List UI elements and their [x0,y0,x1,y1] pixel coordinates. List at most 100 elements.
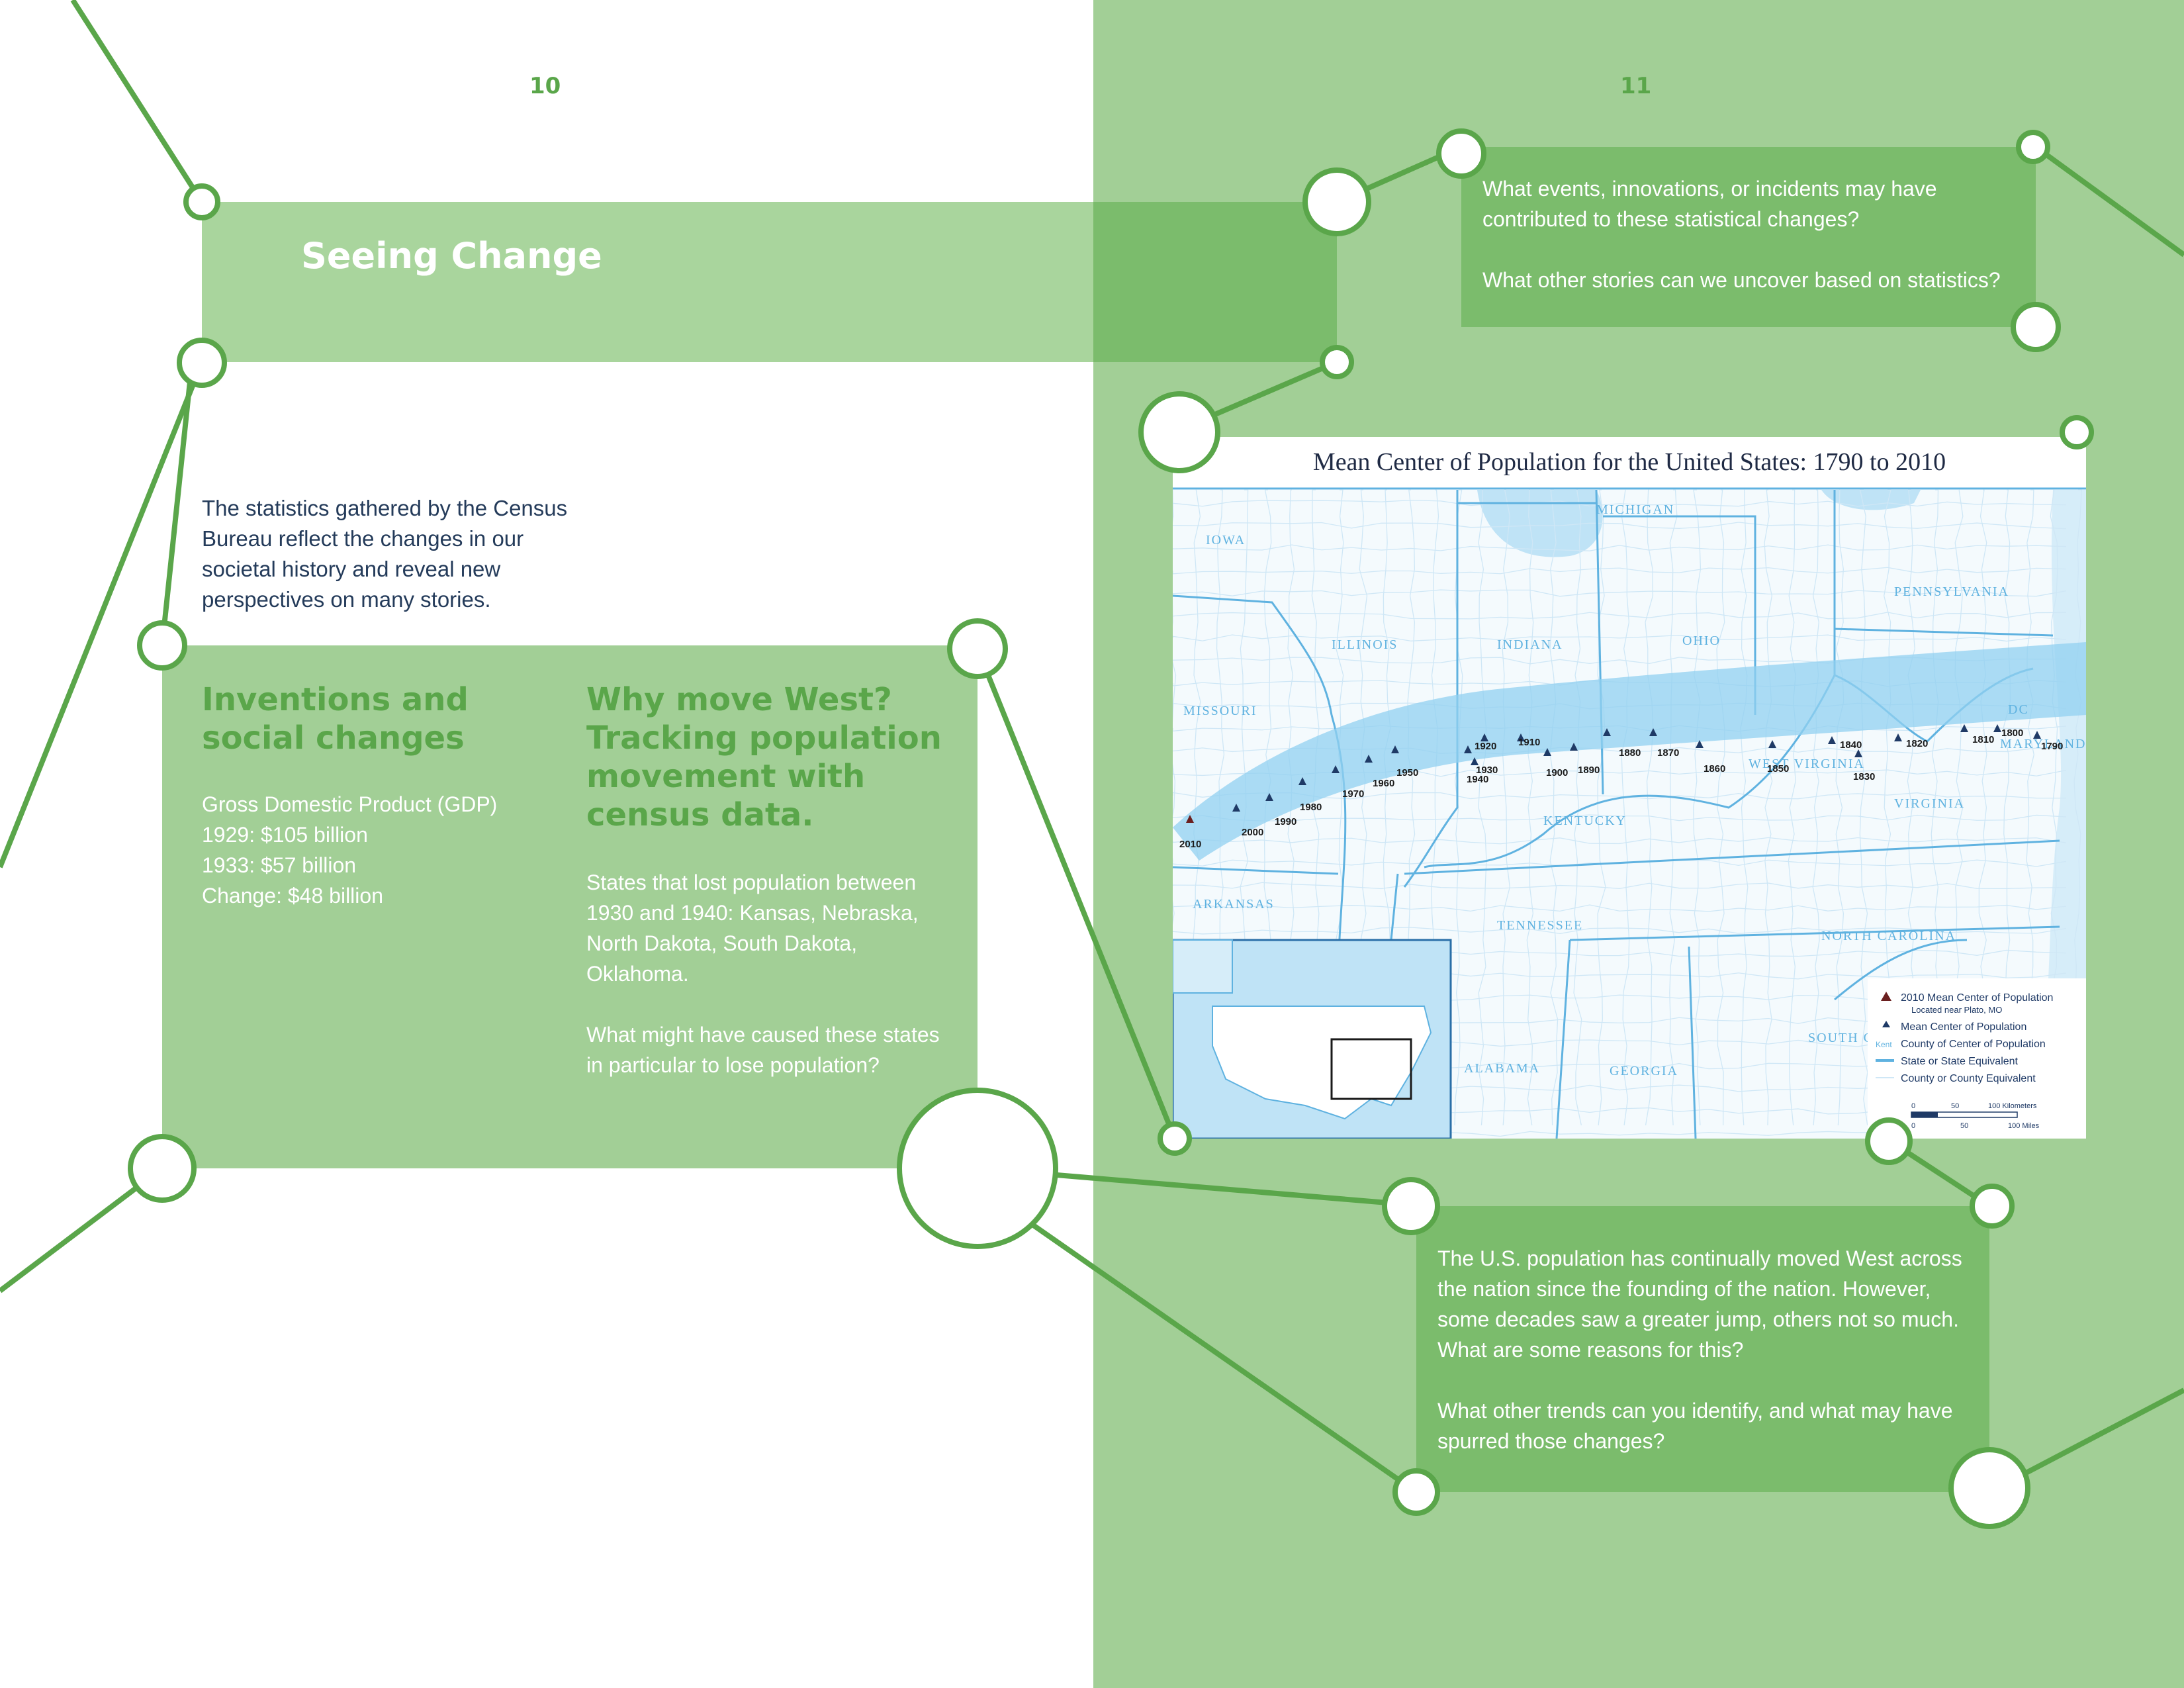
state-label-west-virginia: WEST VIRGINIA [1749,757,1865,771]
gdp-line: 1929: $105 billion [202,823,368,847]
page-number-right: 11 [1620,73,1652,99]
year-label: 1980 [1300,802,1322,813]
state-label-ohio: OHIO [1682,633,1721,648]
year-label: 1890 [1578,765,1600,776]
gdp-line: 1933: $57 billion [202,853,357,877]
year-label: 1880 [1619,747,1641,759]
state-label-illinois: ILLINOIS [1332,637,1398,652]
year-marker [1232,804,1240,812]
year-label: 1870 [1657,747,1679,759]
year-marker [1471,757,1479,765]
question-bottom-para-2: What other trends can you identify, and … [1437,1399,1953,1453]
state-label-alabama: ALABAMA [1464,1061,1540,1076]
scale-fifty-km: 50 [1951,1102,1959,1110]
year-label: 1930 [1476,765,1498,776]
state-label-tennessee: TENNESSEE [1497,918,1583,933]
question-top-line-2: What other stories can we uncover based … [1482,268,2001,292]
state-label-missouri: MISSOURI [1183,704,1257,718]
year-label: 1900 [1546,767,1568,778]
year-marker [1186,815,1194,823]
year-label: 1830 [1853,771,1875,782]
year-marker [1993,724,2001,732]
legend-kent-sample: Kent [1876,1040,1892,1049]
state-label-indiana: INDIANA [1497,637,1563,652]
year-marker [2033,731,2041,739]
lake-erie [1821,490,1921,510]
year-label: 1990 [1275,816,1297,827]
state-label-virginia: VIRGINIA [1894,796,1965,811]
year-label: 1800 [2001,727,2023,739]
year-label: 1920 [1475,741,1496,752]
scale-bar: 0 50 100 Kilometers 0 50 100 Miles [1911,1102,2040,1130]
legend-mean-center: Mean Center of Population [1901,1021,2026,1033]
inventions-heading: Inventions and social changes [202,681,469,757]
year-marker [1265,793,1273,801]
population-band [1173,642,2086,861]
year-marker [1854,749,1862,757]
state-label-north-carolina: NORTH CAROLINA [1821,929,1956,943]
west-heading: Why move West? Tracking population movem… [586,681,942,833]
year-label: 1860 [1704,763,1725,774]
year-label: 1810 [1972,734,1994,745]
inset-map [1173,939,1452,1139]
gdp-line: Gross Domestic Product (GDP) [202,792,498,816]
year-label: 1840 [1840,739,1862,751]
map-title: Mean Center of Population for the United… [1313,448,1946,476]
question-top-line-1: What events, innovations, or incidents m… [1482,177,1937,231]
year-marker [1365,755,1373,763]
year-marker [1298,777,1306,785]
state-label-michigan: MICHIGAN [1596,502,1674,517]
gdp-line: Change: $48 billion [202,884,383,908]
map-legend: 2010 Mean Center of Population Located n… [1868,978,2086,1139]
state-label-georgia: GEORGIA [1610,1064,1678,1078]
year-label: 1820 [1906,738,1928,749]
year-label: 1910 [1518,737,1540,748]
year-marker [1960,724,1968,732]
legend-county-center: County of Center of Population [1901,1039,2046,1050]
map-svg: Mean Center of Population for the United… [1173,437,2086,1139]
year-label: 1970 [1342,788,1364,800]
year-marker [1894,733,1902,741]
year-marker [1768,740,1776,748]
year-label: 1960 [1373,778,1394,789]
year-marker [1480,733,1488,741]
legend-2010-center: 2010 Mean Center of Population [1901,992,2053,1004]
question-bottom-para-1: The U.S. population has continually move… [1437,1246,1962,1362]
scale-mi-label: 100 Miles [2008,1122,2040,1130]
legend-state: State or State Equivalent [1901,1056,2019,1067]
year-label: 2000 [1242,827,1263,838]
topics-box [162,645,978,1168]
state-label-iowa: IOWA [1206,533,1246,547]
year-label: 1940 [1467,774,1488,785]
year-marker [1332,765,1340,773]
year-label: 1950 [1396,767,1418,778]
title-band [202,202,1093,362]
year-marker [1828,736,1836,744]
scale-zero-mi: 0 [1911,1122,1915,1130]
scale-km-label: 100 Kilometers [1988,1102,2037,1110]
lake-michigan [1477,490,1603,557]
intro-paragraph: The statistics gathered by the Census Bu… [202,496,568,612]
title-band-overlap [1093,202,1337,362]
state-label-pennsylvania: PENNSYLVANIA [1894,585,2009,599]
year-marker [1570,743,1578,751]
page-number-left: 10 [529,73,561,99]
state-label-dc: DC [2008,702,2029,717]
year-marker [1391,745,1399,753]
year-label: 2010 [1179,839,1201,850]
legend-located-near: Located near Plato, MO [1911,1005,2002,1015]
year-marker [1543,748,1551,756]
gdp-list: Gross Domestic Product (GDP) 1929: $105 … [202,789,546,911]
state-label-maryland: MARYLAND [2000,737,2086,751]
population-center-map: Mean Center of Population for the United… [1173,437,2086,1139]
year-marker [1517,733,1525,741]
year-label: 1850 [1767,763,1789,774]
year-label: 1790 [2041,741,2063,752]
state-label-arkansas: ARKANSAS [1193,897,1275,912]
question-box-top: What events, innovations, or incidents m… [1461,147,2036,327]
year-marker [1603,728,1611,736]
page-title: Seeing Change [301,235,602,277]
inset-highlight-box [1330,1038,1412,1100]
year-marker [1464,745,1472,753]
year-marker [1649,728,1657,736]
